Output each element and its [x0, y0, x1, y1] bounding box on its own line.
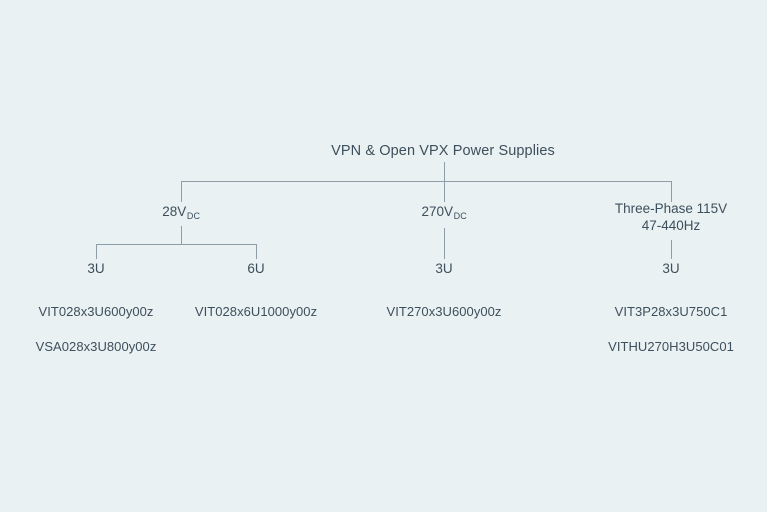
branch-28vdc-label: 28VDC [101, 203, 261, 222]
root-node-label: VPN & Open VPX Power Supplies [331, 143, 555, 159]
part-number-vithu270h3u50c01: VITHU270H3U50C01 [608, 339, 734, 354]
branch-270vdc-stem-line [444, 181, 445, 202]
branch-28vdc-stem-line [181, 181, 182, 202]
form-270vdc-3u-label: 3U [435, 261, 453, 276]
form-28vdc-6u-label: 6U [247, 261, 265, 276]
form-270vdc-3u-stem-line [444, 228, 445, 259]
form-28vdc-3u-label: 3U [87, 261, 105, 276]
branch-three-phase-label: Three-Phase 115V 47-440Hz [591, 200, 751, 234]
branch-three-phase-label-line2: 47-440Hz [641, 218, 701, 233]
branch-270vdc-label: 270VDC [364, 203, 524, 222]
form-28vdc-6u-stem-line [256, 244, 257, 259]
branch-270vdc-voltage: 270V [421, 204, 454, 219]
form-three-phase-3u-label: 3U [662, 261, 680, 276]
branch-270vdc-subscript: DC [453, 211, 467, 221]
branch-three-phase-stem-line [671, 181, 672, 202]
form-28vdc-3u-stem-line [96, 244, 97, 259]
branch-28vdc-split-bar [96, 244, 257, 245]
form-three-phase-3u-stem-line [671, 240, 672, 259]
branch-28vdc-voltage: 28V [162, 204, 187, 219]
part-number-vsa028x3u800y00z: VSA028x3U800y00z [35, 339, 157, 354]
part-number-vit028x3u600y00z: VIT028x3U600y00z [38, 304, 154, 319]
part-number-vit3p28x3u750c1: VIT3P28x3U750C1 [614, 304, 728, 319]
branch-28vdc-subscript: DC [186, 211, 201, 221]
part-number-vit028x6u1000y00z: VIT028x6U1000y00z [194, 304, 318, 319]
part-number-vit270x3u600y00z: VIT270x3U600y00z [386, 304, 502, 319]
root-stem-line [444, 162, 445, 182]
branch-28vdc-split-stem-line [181, 226, 182, 245]
branch-three-phase-label-line1: Three-Phase 115V [614, 201, 728, 216]
main-branch-bar [181, 181, 672, 182]
